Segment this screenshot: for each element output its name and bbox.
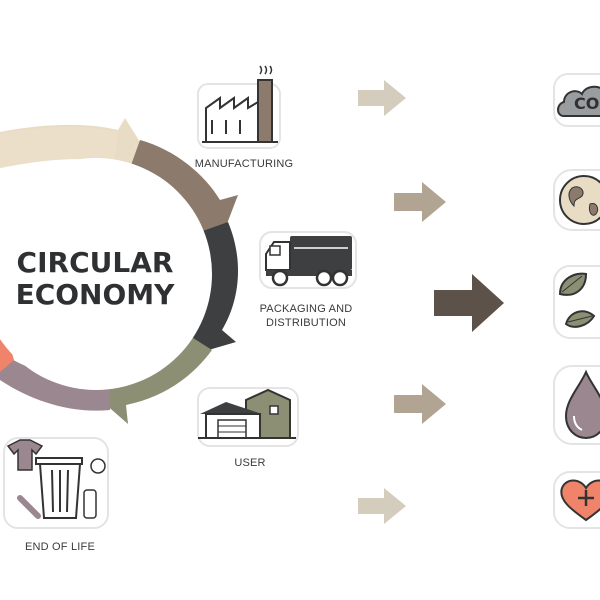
stage-label-user: USER <box>234 457 266 469</box>
co2-text: CO <box>574 94 600 113</box>
benefit-leaves <box>552 264 600 340</box>
stage-label-end-of-life: END OF LIFE <box>24 541 96 553</box>
stage-label-manufacturing: MANUFACTURING <box>194 158 294 170</box>
heart-plus-icon <box>553 471 600 529</box>
benefit-heart <box>552 470 600 530</box>
benefit-earth <box>552 168 600 232</box>
flow-arrow-center <box>434 274 504 332</box>
earth-icon <box>553 169 600 231</box>
cycle-center <box>0 158 212 390</box>
truck-icon <box>259 231 357 289</box>
flow-arrow-5 <box>358 488 406 524</box>
water-drop-icon <box>553 365 600 445</box>
benefit-water <box>552 364 600 446</box>
waste-bin-icon <box>3 437 109 529</box>
house-icon <box>197 387 299 447</box>
benefit-co2: CO <box>552 72 600 128</box>
flow-arrow-1 <box>358 80 406 116</box>
leaves-icon <box>553 265 600 339</box>
stage-label-packaging-line2: DISTRIBUTION <box>265 317 346 329</box>
factory-icon <box>197 65 281 149</box>
diagram-title-line2: ECONOMY <box>15 278 175 311</box>
stage-label-packaging-line1: PACKAGING AND <box>259 303 353 315</box>
cycle-segment-beige-fill <box>0 126 118 168</box>
diagram-title-line1: CIRCULAR <box>16 246 174 279</box>
cycle-segment-brown <box>130 140 238 242</box>
flow-arrow-2 <box>394 182 446 222</box>
cycle-segment-olive <box>96 336 212 424</box>
co2-cloud-icon <box>553 73 600 127</box>
flow-arrow-4 <box>394 384 446 424</box>
